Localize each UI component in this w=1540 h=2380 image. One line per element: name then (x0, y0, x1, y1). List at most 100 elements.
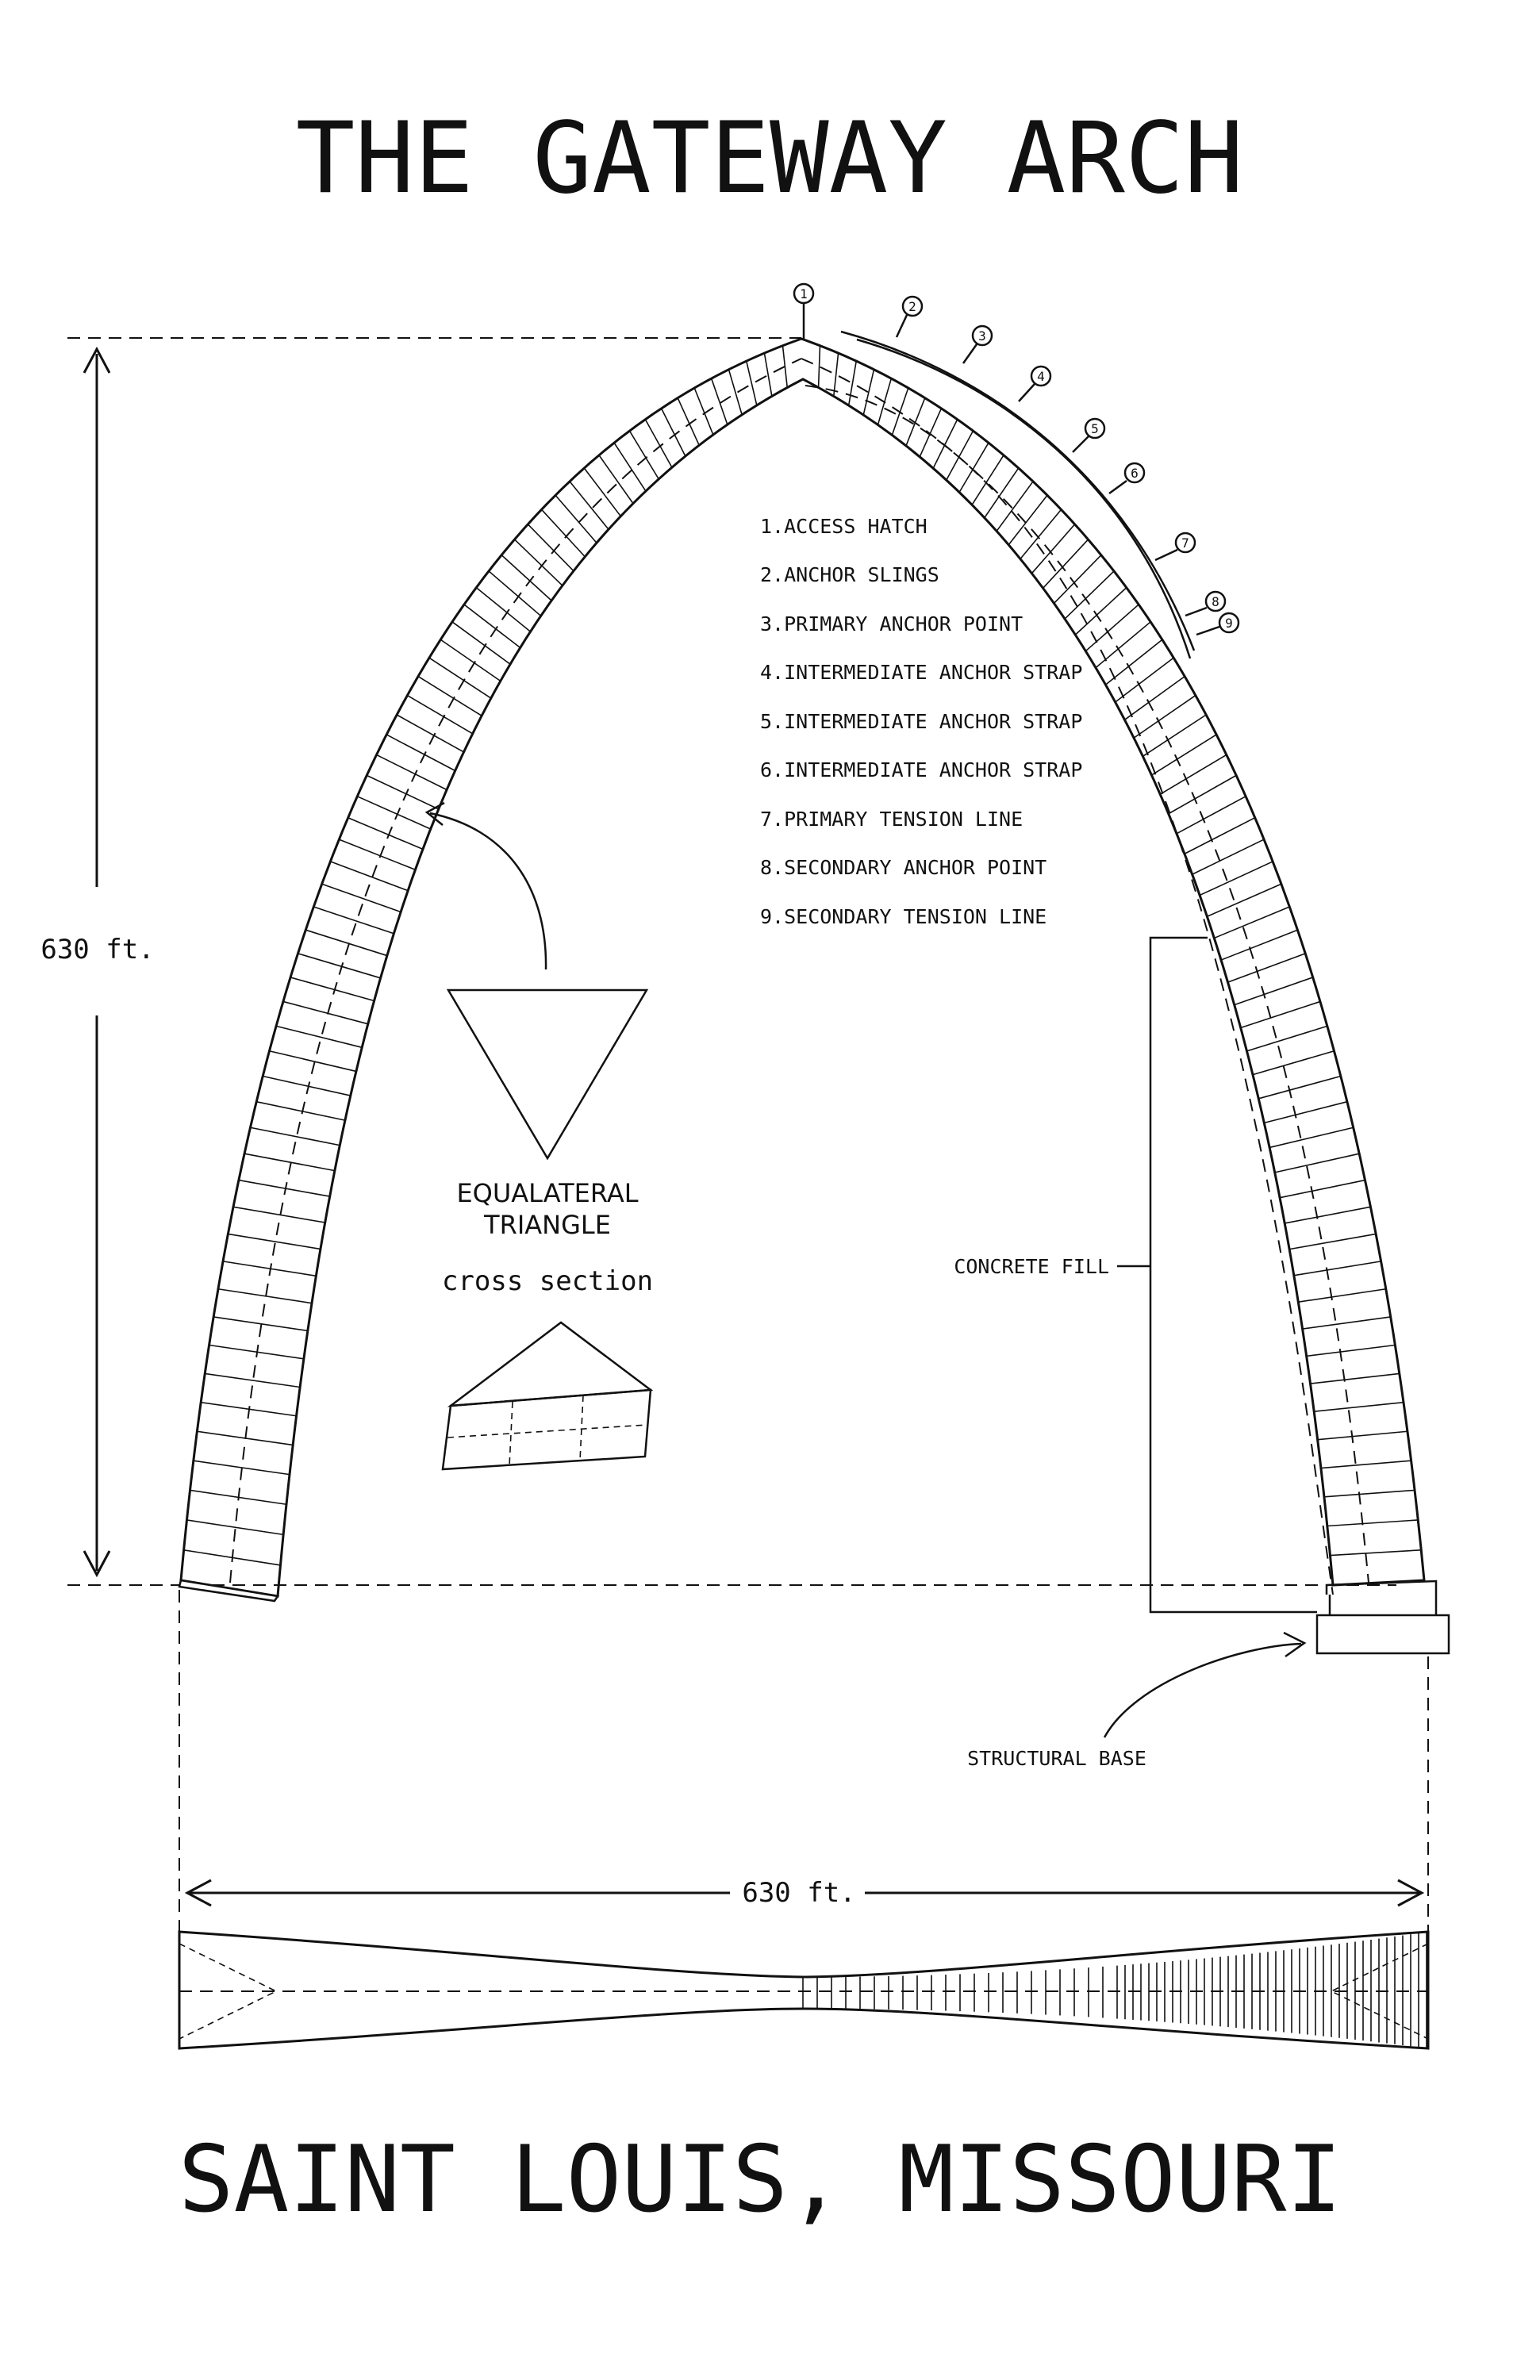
arch-segment-line (598, 455, 634, 505)
width-label: 630 ft. (742, 1877, 855, 1909)
arch-segment-line (1031, 524, 1076, 574)
cross-section-title-2: TRIANGLE (483, 1210, 611, 1240)
arch-segment-line (1064, 570, 1115, 620)
width-arrow (184, 1879, 1425, 1907)
arch-segment-line (540, 509, 586, 558)
arch-segment-line (255, 1100, 346, 1121)
arch-segment-line (1246, 1025, 1328, 1052)
arch-segment-line (1289, 1233, 1377, 1250)
arch-segment-line (1220, 929, 1298, 961)
arch-segment-line (183, 1549, 281, 1566)
arch-segment-line (1214, 906, 1290, 939)
arch-segment-line (1074, 587, 1127, 635)
arch-segment-line (209, 1344, 304, 1360)
arch-segment-line (628, 430, 659, 480)
arch-segment-line (228, 1233, 321, 1250)
arch-segment-line (366, 774, 440, 810)
arch-segment-line (290, 977, 374, 1002)
arch-segment-line (847, 360, 858, 406)
arch-segment-line (862, 369, 875, 416)
arch-segment-line (1199, 861, 1273, 896)
svg-text:7: 7 (1181, 536, 1189, 551)
legend-item: 2.ANCHOR SLINGS (760, 563, 939, 586)
arch-segment-line (513, 539, 563, 586)
arch-segment-line (891, 387, 909, 436)
arch-segment-line (1085, 604, 1139, 652)
arch-segment-line (428, 657, 492, 699)
arch-segment-line (1323, 1489, 1415, 1498)
arch-inner-dashed-left (229, 358, 802, 1583)
arch-segment-line (1053, 555, 1102, 605)
callout-3: 3 (962, 324, 993, 364)
arch-segment-line (1159, 754, 1227, 795)
left-footing (178, 1579, 280, 1603)
arch-segment-line (1302, 1316, 1391, 1330)
cross-section-title-1: EQUALATERAL (456, 1178, 638, 1208)
arch-segment-line (451, 621, 511, 665)
arch-segment-line (1320, 1460, 1411, 1469)
arch-segment-line (1142, 714, 1207, 758)
interior-dashed-path (805, 385, 1334, 1595)
svg-text:3: 3 (978, 328, 986, 344)
arch-segment-line (817, 345, 821, 388)
arch-segment-line (197, 1430, 294, 1446)
arch-segment-line (763, 352, 773, 397)
arch-segment-line (1008, 494, 1048, 546)
arch-segment-line (958, 442, 989, 493)
arch-segment-line (186, 1519, 284, 1536)
arch-segment-line (613, 442, 647, 492)
arch-segment-line (217, 1288, 313, 1304)
arch-segment-line (527, 524, 574, 572)
callout-4: 4 (1018, 365, 1052, 402)
arch-segment-line (305, 929, 388, 957)
arch-segment-line (501, 554, 552, 601)
svg-text:4: 4 (1037, 369, 1045, 384)
arch-segment-line (1227, 953, 1306, 983)
cross-section-caption: cross section (442, 1265, 653, 1297)
arch-segment-line (1269, 1127, 1354, 1149)
arch-segment-line (1115, 657, 1174, 703)
arch-segment-line (386, 734, 456, 772)
arch-segment-line (1279, 1179, 1365, 1199)
legend-item: 1.ACCESS HATCH (760, 515, 927, 538)
callout-7: 7 (1154, 532, 1196, 562)
arch-segment-line (282, 1000, 368, 1025)
arch-segment-line (710, 378, 728, 425)
arch-segment-line (321, 883, 401, 913)
callout-8: 8 (1185, 590, 1227, 617)
arch-segment-line (905, 397, 926, 447)
arch-segment-line (313, 906, 394, 935)
arch-segment-line (971, 455, 1004, 505)
arch-segment-line (644, 419, 673, 468)
arch-segment-line (745, 360, 758, 406)
arch-segment-line (1176, 796, 1246, 835)
arch-segments (183, 345, 1422, 1566)
legend-item: 8.SECONDARY ANCHOR POINT (760, 856, 1047, 879)
arch-segment-line (583, 467, 621, 517)
arch-segment-line (330, 861, 409, 892)
callout-5: 5 (1072, 417, 1106, 453)
concrete-fill-label: CONCRETE FILL (954, 1255, 1109, 1278)
svg-text:2: 2 (908, 299, 916, 314)
arch-segment-line (1314, 1401, 1404, 1412)
arch-segment-line (1095, 621, 1151, 669)
arch-segment-line (660, 408, 686, 457)
structural-base-arrowhead (1283, 1631, 1307, 1658)
svg-text:1: 1 (800, 286, 808, 301)
arch-segment-line (201, 1401, 297, 1417)
arch-segment-line (1264, 1100, 1348, 1124)
legend-item: 5.INTERMEDIATE ANCHOR STRAP (760, 710, 1082, 733)
arch-segment-line (1240, 1000, 1321, 1029)
height-label: 630 ft. (40, 934, 154, 965)
arch-segment-line (275, 1025, 363, 1049)
arch-segment-line (348, 816, 424, 850)
arch-segment-line (1234, 977, 1314, 1006)
arch-segment-line (1293, 1261, 1381, 1276)
arch-outline (179, 337, 1426, 1598)
arch-segment-line (232, 1206, 325, 1223)
plan-segments (802, 1932, 1427, 2048)
arch-segment-line (250, 1127, 340, 1146)
callout-1: 1 (793, 282, 815, 340)
structural-base (1315, 1580, 1450, 1655)
